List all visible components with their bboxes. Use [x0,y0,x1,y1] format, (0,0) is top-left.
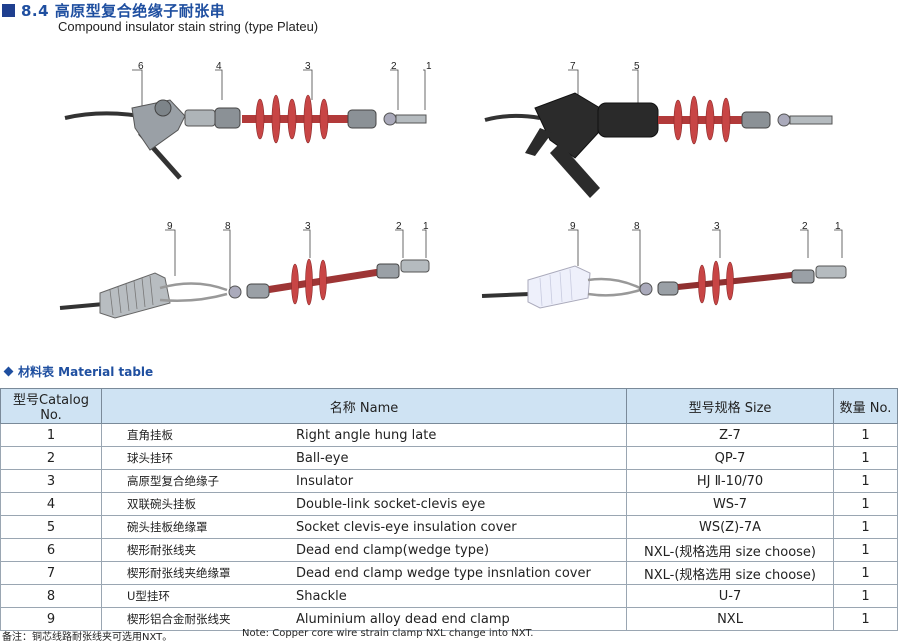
cell-name-cn: 楔形耐张线夹绝缘罩 [101,561,282,585]
diamond-bullet-icon [3,366,14,377]
title-cn: 8.4 高原型复合绝缘子耐张串 [21,2,226,20]
figure-assembly-2: 7 5 [484,61,833,198]
cell-qty: 1 [833,423,898,447]
cell-name-cn: 双联碗头挂板 [101,492,282,516]
table-row: 3 高原型复合绝缘子 Insulator HJ Ⅱ-10/70 1 [0,469,898,493]
cell-name-en: Aluminium alloy dead end clamp [282,607,627,631]
cell-qty: 1 [833,584,898,608]
cell-no: 1 [0,423,102,447]
note-cn: 备注：铜芯线路耐张线夹可选用NXT。 [2,632,173,643]
table-row: 2 球头挂环 Ball-eye QP-7 1 [0,446,898,470]
callout-1c: 1 [835,221,841,232]
table-row: 6 楔形耐张线夹 Dead end clamp(wedge type) NXL-… [0,538,898,562]
callout-2c: 2 [802,221,808,232]
cell-name-en: Socket clevis-eye insulation cover [282,515,627,539]
cell-no: 6 [0,538,102,562]
callout-2b: 2 [396,221,402,232]
cell-name-cn: 球头挂环 [101,446,282,470]
callout-8b: 8 [225,221,231,232]
section-title-text: 材料表 Material table [18,365,154,379]
header-name: 名称 Name [101,388,627,424]
cell-name-cn: 直角挂板 [101,423,282,447]
title-en: Compound insulator stain string (type Pl… [58,19,319,34]
cell-no: 3 [0,469,102,493]
cell-size: NXL [626,607,834,631]
cell-qty: 1 [833,561,898,585]
callout-8c: 8 [634,221,640,232]
header-catalog: 型号Catalog No. [0,388,102,424]
cell-size: NXL-(规格选用 size choose) [626,538,834,562]
cell-size: WS-7 [626,492,834,516]
cell-qty: 1 [833,492,898,516]
header-size: 型号规格 Size [626,388,834,424]
header-qty: 数量 No. [833,388,898,424]
table-row: 9 楔形铝合金耐张线夹 Aluminium alloy dead end cla… [0,607,898,631]
cell-name-en: Double-link socket-clevis eye [282,492,627,516]
cell-name-cn: 楔形耐张线夹 [101,538,282,562]
cell-name-en: Dead end clamp wedge type insnlation cov… [282,561,627,585]
callout-1b: 1 [423,221,429,232]
cell-qty: 1 [833,446,898,470]
callout-7: 7 [570,61,576,72]
callout-9b: 9 [167,221,173,232]
table-row: 7 楔形耐张线夹绝缘罩 Dead end clamp wedge type in… [0,561,898,585]
cell-no: 7 [0,561,102,585]
cell-qty: 1 [833,607,898,631]
cell-name-en: Right angle hung late [282,423,627,447]
callout-3: 3 [305,61,311,72]
cell-size: HJ Ⅱ-10/70 [626,469,834,493]
section-title-material-table: 材料表 Material table [3,363,153,380]
cell-qty: 1 [833,515,898,539]
table-row: 5 碗头挂板绝缘罩 Socket clevis-eye insulation c… [0,515,898,539]
callout-1: 1 [426,61,432,72]
callout-3c: 3 [714,221,720,232]
cell-qty: 1 [833,538,898,562]
material-table: 型号Catalog No. 名称 Name 型号规格 Size 数量 No. 1… [0,388,898,631]
figure-assembly-3: 9 8 3 2 1 [59,221,430,319]
cell-size: Z-7 [626,423,834,447]
cell-name-en: Insulator [282,469,627,493]
cell-qty: 1 [833,469,898,493]
cell-no: 8 [0,584,102,608]
callout-4: 4 [216,61,222,72]
table-row: 4 双联碗头挂板 Double-link socket-clevis eye W… [0,492,898,516]
page-title: 8.4 高原型复合绝缘子耐张串 [2,0,225,21]
callout-5: 5 [634,61,640,72]
cell-name-cn: U型挂环 [101,584,282,608]
table-row: 8 U型挂环 Shackle U-7 1 [0,584,898,608]
note-en: Note: Copper core wire strain clamp NXL … [242,628,534,639]
title-square-icon [2,4,15,17]
cell-no: 5 [0,515,102,539]
callout-3b: 3 [305,221,311,232]
table-row: 1 直角挂板 Right angle hung late Z-7 1 [0,423,898,447]
cell-no: 4 [0,492,102,516]
cell-name-cn: 楔形铝合金耐张线夹 [101,607,282,631]
cell-size: WS(Z)-7A [626,515,834,539]
cell-size: QP-7 [626,446,834,470]
cell-name-cn: 碗头挂板绝缘罩 [101,515,282,539]
cell-size: U-7 [626,584,834,608]
figure-assembly-4: 9 8 3 2 1 [481,221,847,309]
callout-6: 6 [138,61,144,72]
cell-name-cn: 高原型复合绝缘子 [101,469,282,493]
cell-no: 2 [0,446,102,470]
callout-2: 2 [391,61,397,72]
cell-no: 9 [0,607,102,631]
callout-9c: 9 [570,221,576,232]
cell-name-en: Shackle [282,584,627,608]
figure-assembly-1: 6 4 3 2 1 [64,61,432,180]
cell-size: NXL-(规格选用 size choose) [626,561,834,585]
cell-name-en: Ball-eye [282,446,627,470]
table-header-row: 型号Catalog No. 名称 Name 型号规格 Size 数量 No. [0,388,898,424]
cell-name-en: Dead end clamp(wedge type) [282,538,627,562]
